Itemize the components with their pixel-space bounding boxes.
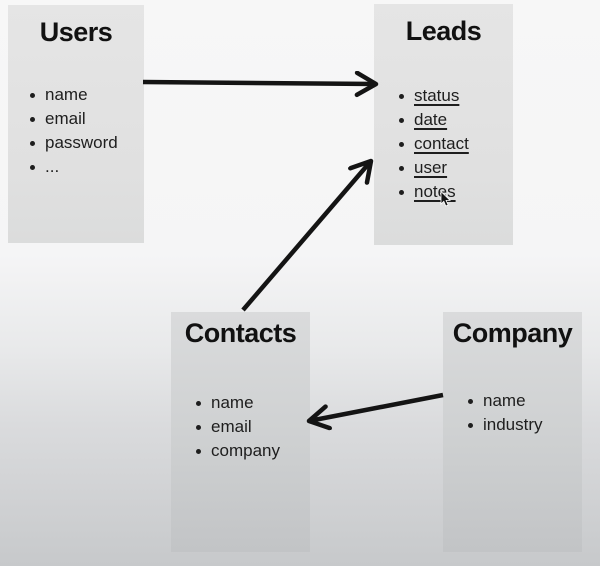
arrow-contacts-to-leads	[241, 161, 371, 312]
field-item: status	[399, 84, 469, 108]
arrow-company-to-contacts	[309, 392, 444, 421]
field-item: name	[196, 391, 280, 415]
field-item: name	[468, 389, 543, 413]
field-item: email	[196, 415, 280, 439]
field-item: company	[196, 439, 280, 463]
field-item: user	[399, 156, 469, 180]
field-item: email	[30, 107, 118, 131]
field-item: notes	[399, 180, 469, 204]
field-item: ...	[30, 155, 118, 179]
field-item: name	[30, 83, 118, 107]
field-item: industry	[468, 413, 543, 437]
entity-title-company: Company	[452, 318, 573, 348]
entity-title-leads: Leads	[405, 16, 482, 46]
arrow-users-to-leads	[142, 82, 376, 84]
entity-title-users: Users	[39, 17, 113, 47]
entity-title-contacts: Contacts	[184, 318, 297, 348]
field-item: password	[30, 131, 118, 155]
field-item: date	[399, 108, 469, 132]
field-item: contact	[399, 132, 469, 156]
